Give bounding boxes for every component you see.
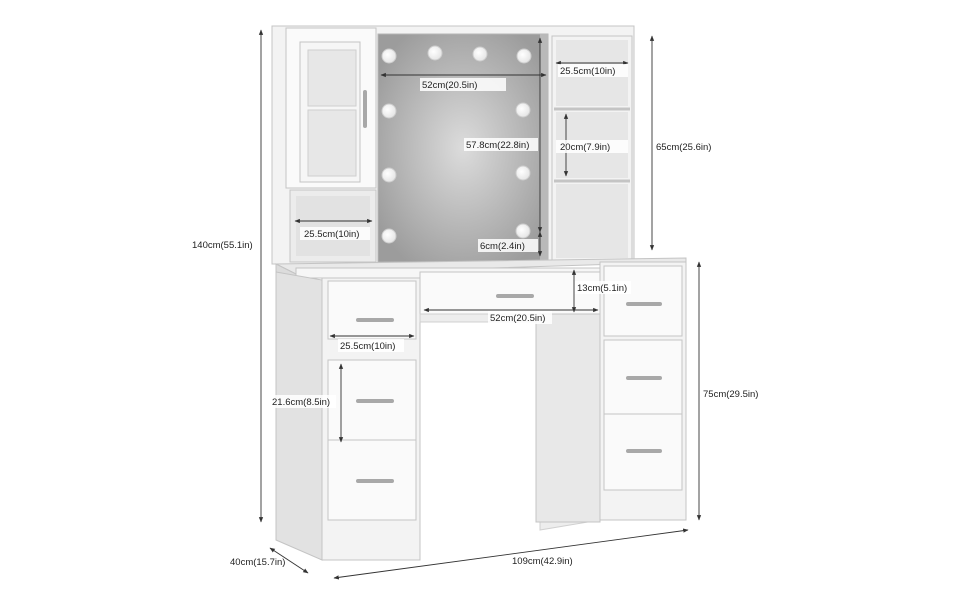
label-backdrop [338,339,404,352]
light-bulb-icon [381,167,397,183]
center-drawer-height-label: 13cm(5.1in) [577,283,627,294]
center-drawer-width-label: 52cm(20.5in) [490,313,545,324]
label-backdrops [270,64,631,408]
label-backdrop [270,395,336,408]
label-backdrop [464,138,538,151]
drawer-handle-icon [496,294,534,298]
total-height-label: 140cm(55.1in) [192,240,253,251]
drawer-handle-icon [626,302,662,306]
light-bulb-icon [515,102,531,118]
light-bulb-icon [427,45,443,61]
light-bulb-icon [472,46,488,62]
center-drawer [419,271,601,315]
label-backdrop [558,64,628,77]
shelf-gap-label: 20cm(7.9in) [560,142,610,153]
door-handle-icon [363,90,367,128]
left-drawer-1 [327,280,417,340]
label-backdrop [488,311,552,324]
label-backdrop [556,140,628,153]
left-drawer-width-label: 25.5cm(10in) [340,341,395,352]
mirror-height-label: 57.8cm(22.8in) [466,140,529,151]
mirror-bulbs [381,45,532,244]
drawer-height-label: 21.6cm(8.5in) [272,397,330,408]
label-backdrop [478,239,538,252]
depth-line [269,547,309,574]
label-backdrop [300,227,370,240]
desk [275,257,687,561]
desk-height-label: 75cm(29.5in) [703,389,758,400]
drawer-handle-icon [356,479,394,483]
shelf-compartment-3 [556,184,628,258]
light-bulb-icon [516,48,532,64]
glass-pane-lower [307,109,357,177]
light-bulb-icon [381,103,397,119]
dimension-labels: 140cm(55.1in) 65cm(25.6in) 52cm(20.5in) … [192,66,758,568]
hutch-height-label: 65cm(25.6in) [656,142,711,153]
total-width-label: 109cm(42.9in) [512,556,573,567]
mirror-width-label: 52cm(20.5in) [422,80,477,91]
modesty-panel [535,313,601,523]
left-niche-width-label: 25.5cm(10in) [304,229,359,240]
drawer-handle-icon [626,449,662,453]
left-niche-inner [296,196,370,256]
light-bulb-icon [515,165,531,181]
mirror-edge-strip [540,34,548,262]
right-shelf-width-label: 25.5cm(10in) [560,66,615,77]
light-bulb-icon [381,48,397,64]
drawer-handle-icon [356,399,394,403]
glass-pane-upper [307,49,357,107]
light-bulb-icon [515,223,531,239]
total-width-line [333,528,689,580]
label-backdrop [575,281,631,294]
drawer-handle-icon [356,318,394,322]
drawer-handle-icon [626,376,662,380]
depth-label: 40cm(15.7in) [230,557,285,568]
right-drawer-1 [603,265,683,337]
left-pedestal-side [275,271,323,561]
mirror-ledge-label: 6cm(2.4in) [480,241,525,252]
label-backdrop [420,78,506,91]
light-bulb-icon [381,228,397,244]
right-drawer-3 [603,413,683,491]
